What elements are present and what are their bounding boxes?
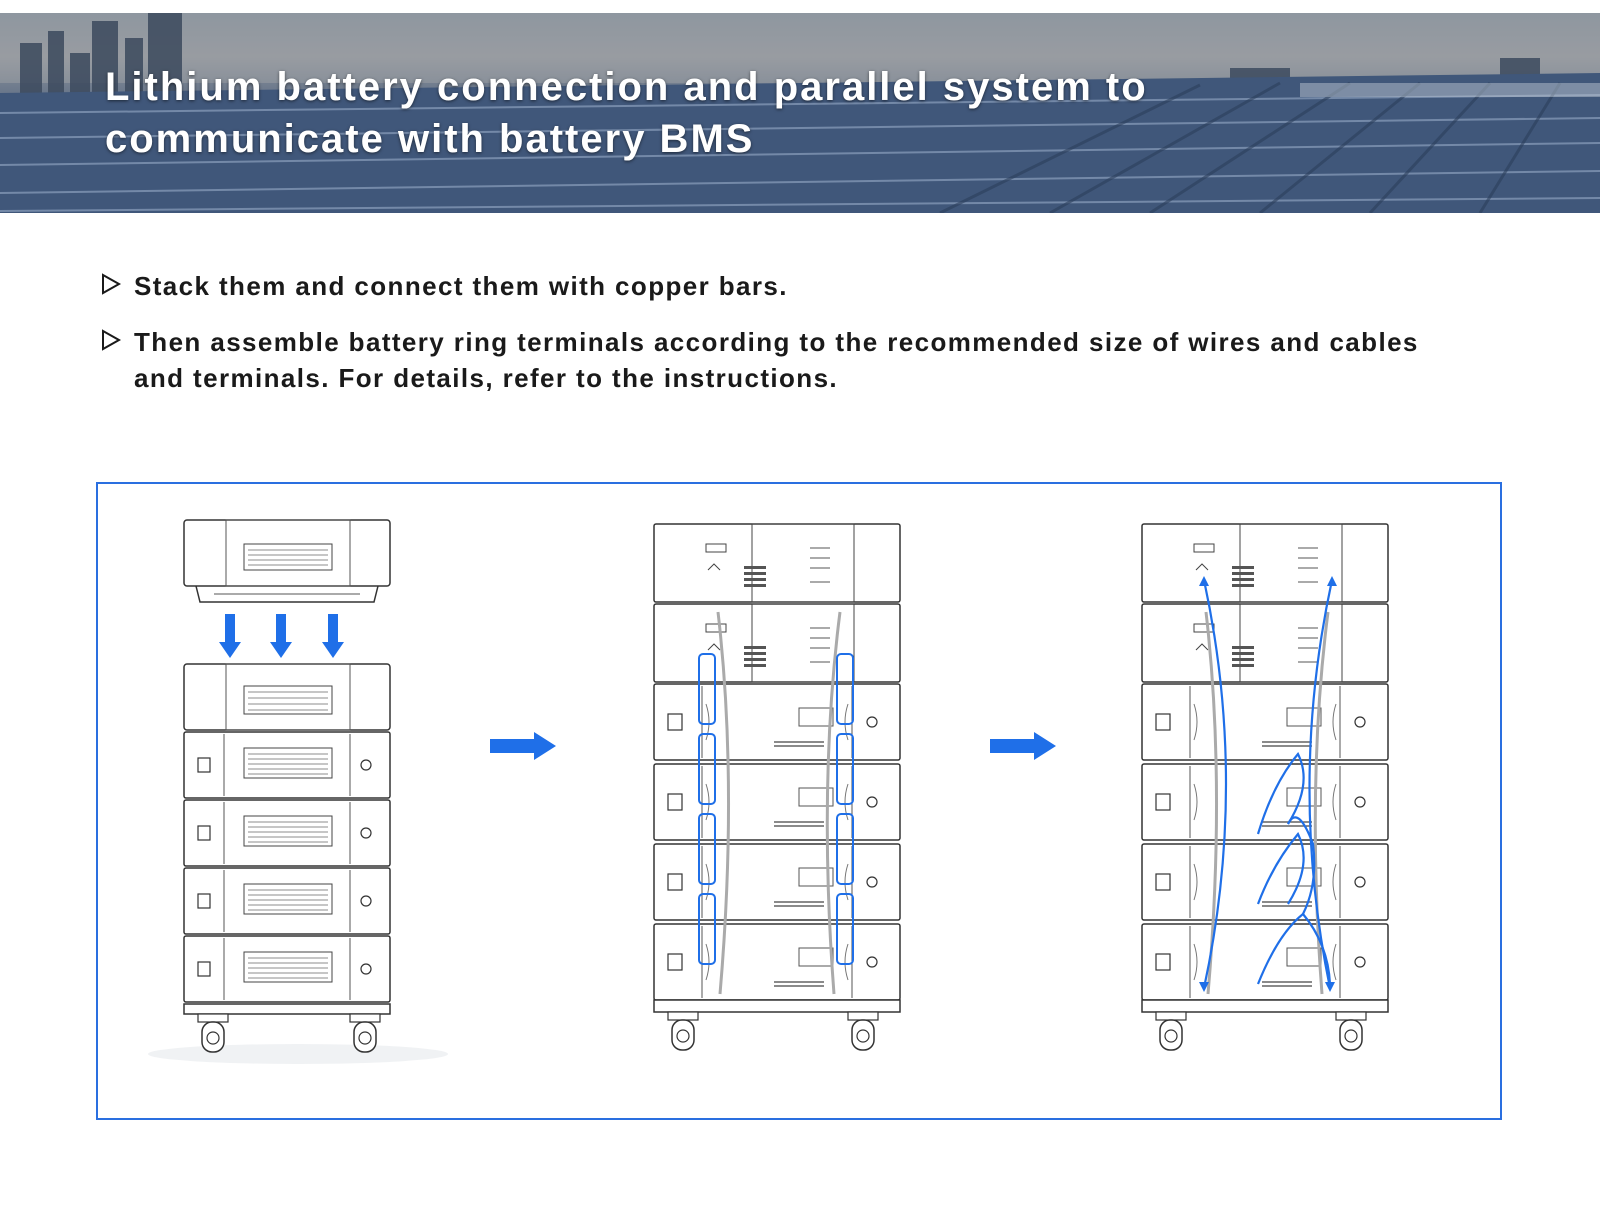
triangle-right-outline-icon <box>100 324 134 357</box>
header-banner: Lithium battery connection and parallel … <box>0 13 1600 213</box>
installation-diagram-drawing <box>148 519 1389 1064</box>
instruction-text: Stack them and connect them with copper … <box>134 271 788 301</box>
instruction-list: Stack them and connect them with copper … <box>100 268 1500 416</box>
page-title: Lithium battery connection and parallel … <box>105 61 1305 165</box>
page-title-line-2: communicate with battery BMS <box>105 117 755 161</box>
down-arrow-icon <box>219 614 344 658</box>
step-2-copper-bar-connection <box>653 523 901 1051</box>
list-item: Then assemble battery ring terminals acc… <box>100 324 1500 396</box>
next-step-arrow-icon <box>990 732 1056 760</box>
step-3-bms-communication <box>1141 523 1389 1051</box>
bms-cable-highlight <box>1202 579 1334 989</box>
instruction-text: Then assemble battery ring terminals acc… <box>134 327 1419 393</box>
copper-bar-highlight <box>698 653 854 965</box>
list-item: Stack them and connect them with copper … <box>100 268 1500 304</box>
triangle-right-outline-icon <box>100 268 134 301</box>
step-1-stack-modules <box>148 519 448 1064</box>
page-title-line-1: Lithium battery connection and parallel … <box>105 65 1148 109</box>
next-step-arrow-icon <box>490 732 556 760</box>
installation-diagram <box>96 482 1502 1120</box>
solar-farm-background <box>0 13 1600 213</box>
